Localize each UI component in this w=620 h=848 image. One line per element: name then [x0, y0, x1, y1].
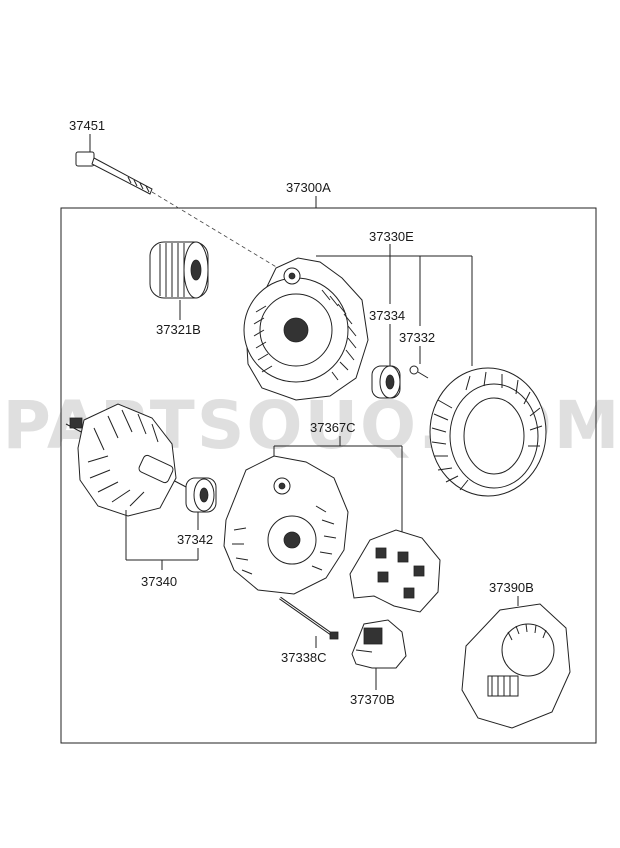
- label-bolt-37451: 37451: [69, 118, 105, 133]
- rear-housing-part[interactable]: [223, 455, 349, 595]
- regulator-part[interactable]: [351, 619, 407, 669]
- label-rotor-37340: 37340: [141, 574, 177, 589]
- front-bearing-part[interactable]: [371, 365, 401, 399]
- label-pulley-37321b: 37321B: [156, 322, 201, 337]
- label-screw-37332: 37332: [399, 330, 435, 345]
- label-bearing-37342: 37342: [177, 532, 213, 547]
- rear-cover-part[interactable]: [461, 603, 571, 729]
- rectifier-part[interactable]: [349, 529, 441, 613]
- label-cover-37390b: 37390B: [489, 580, 534, 595]
- pulley-part[interactable]: [149, 241, 209, 299]
- front-housing-part[interactable]: [243, 257, 369, 401]
- rotor-part[interactable]: [65, 403, 189, 517]
- label-regulator-37370b: 37370B: [350, 692, 395, 707]
- label-stator-37330e: 37330E: [369, 229, 414, 244]
- label-assembly-37300a: 37300A: [286, 180, 331, 195]
- screw-part[interactable]: [409, 365, 429, 379]
- label-bolt-37338c: 37338C: [281, 650, 327, 665]
- stator-part[interactable]: [429, 367, 547, 497]
- label-rectifier-37367c: 37367C: [310, 420, 356, 435]
- through-bolt-part[interactable]: [279, 596, 339, 640]
- long-bolt-part[interactable]: [75, 151, 153, 195]
- label-bearing-37334: 37334: [369, 308, 405, 323]
- rear-bearing-part[interactable]: [185, 477, 217, 513]
- assembly-frame: [60, 207, 597, 744]
